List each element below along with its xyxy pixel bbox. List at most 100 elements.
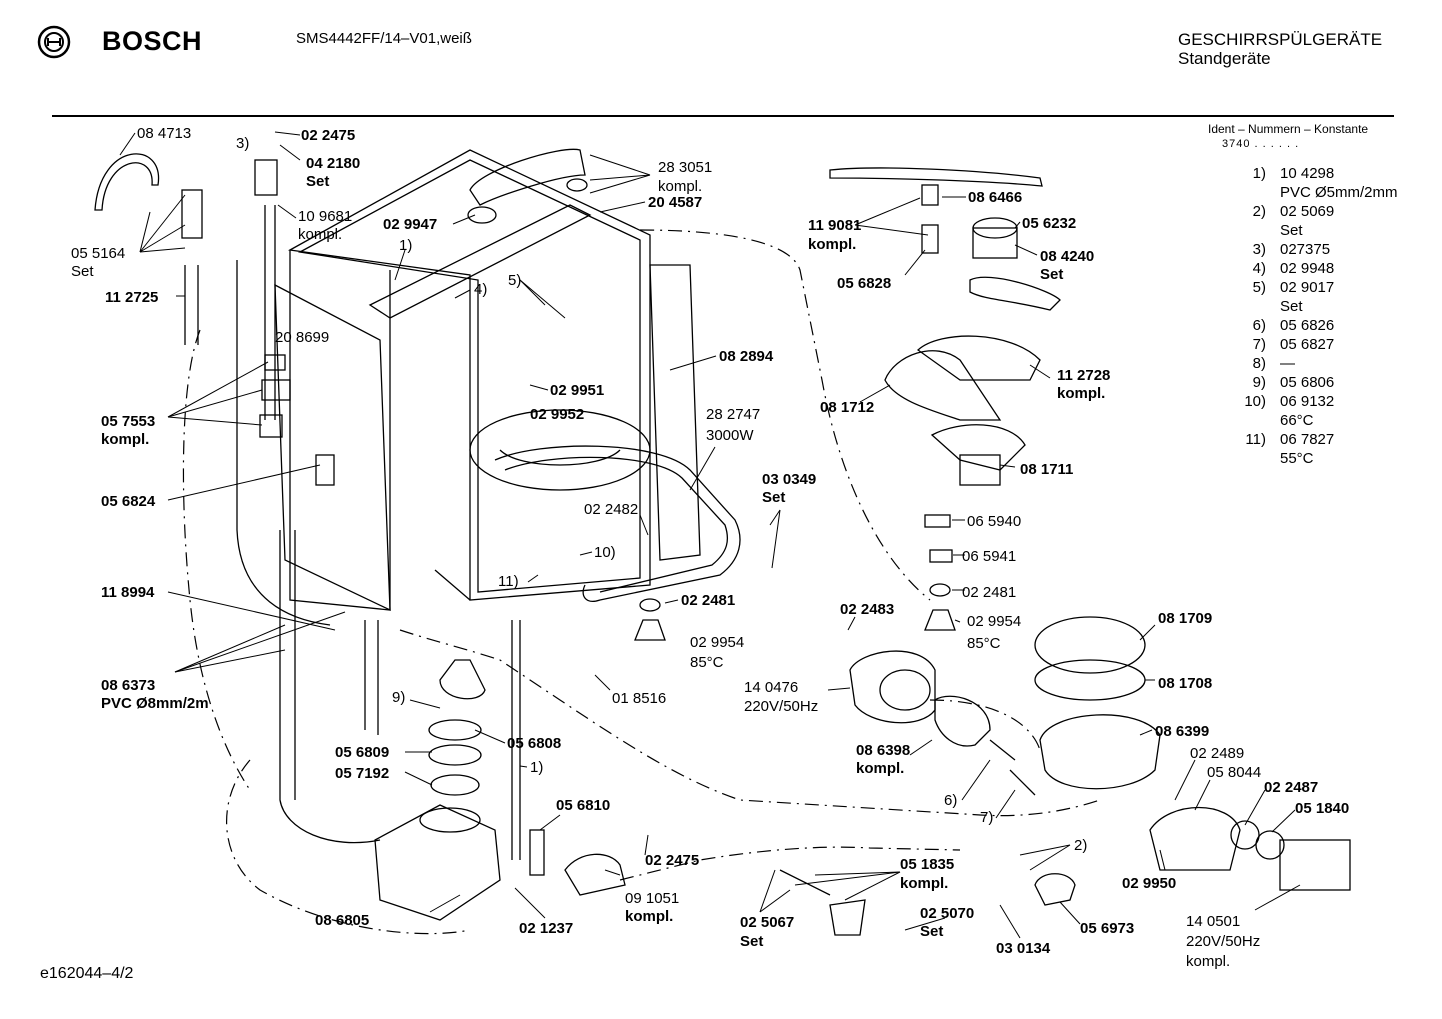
part-label: 02 9950: [1122, 875, 1176, 892]
legend-value: 06 7827: [1280, 431, 1335, 448]
part-label: 11 8994: [101, 584, 155, 601]
part-label: 05 6810: [556, 797, 610, 814]
part-label: 02 2475: [645, 852, 699, 869]
lower-spray-arm: [829, 167, 1061, 311]
part-label: 04 2180: [306, 155, 360, 172]
door-seal: [649, 264, 701, 561]
inlet-valve: [564, 853, 626, 896]
part-label: 06 5941: [962, 548, 1016, 565]
part-label: 11 2728: [1057, 367, 1110, 384]
legend-value: —: [1280, 355, 1295, 372]
part-label: kompl.: [1057, 385, 1105, 402]
part-label: 220V/50Hz: [1186, 933, 1260, 950]
bosch-emblem-icon: [36, 24, 72, 65]
legend-number: 11): [1245, 431, 1266, 448]
part-label: 08 6373: [101, 677, 155, 694]
part-label: 05 7553: [101, 413, 155, 430]
part-label: 05 6824: [101, 493, 156, 510]
part-label: kompl.: [298, 226, 342, 243]
part-label: 05 1835: [900, 856, 954, 873]
hose-part: [1009, 769, 1036, 796]
part-label: 85°C: [690, 654, 724, 671]
part-label: kompl.: [658, 178, 702, 195]
part-label: 08 1712: [820, 399, 874, 416]
part-label: 05 7192: [335, 765, 389, 782]
part-label: 11): [498, 573, 519, 590]
legend-row: 10) 06 9132: [1226, 392, 1398, 411]
part-label: Set: [920, 923, 943, 940]
part-label: 06 5940: [967, 513, 1021, 530]
part-label: 08 6398: [856, 742, 910, 759]
part-label: 2): [1074, 837, 1087, 854]
part-label: 10): [594, 544, 616, 561]
part-label: Set: [71, 263, 94, 280]
legend-value: 10 4298: [1280, 165, 1335, 182]
model-number: SMS4442FF/14–V01,weiß: [296, 30, 472, 47]
part-label: 1): [399, 237, 412, 254]
check-valve: [779, 869, 831, 896]
part-label: kompl.: [1186, 953, 1230, 970]
heating-element: [494, 445, 741, 602]
part-label: 85°C: [967, 635, 1001, 652]
part-label: kompl.: [900, 875, 948, 892]
part-label: 02 9951: [550, 382, 604, 399]
part-label: 4): [474, 281, 487, 298]
header-divider: [52, 115, 1394, 117]
filter-system: [884, 335, 1041, 486]
part-label: 03 0349: [762, 471, 816, 488]
part-label: 05 6809: [335, 744, 389, 761]
legend-value: 06 9132: [1280, 393, 1335, 410]
ring-part: [1255, 830, 1285, 860]
legend-value: PVC Ø5mm/2mm: [1280, 184, 1398, 201]
part-label: 02 2487: [1264, 779, 1318, 796]
part-label: 08 1709: [1158, 610, 1212, 627]
document-code: e162044–4/2: [40, 965, 134, 982]
part-label: Set: [762, 489, 785, 506]
part-label: 02 2489: [1190, 745, 1244, 762]
part-label: 08 1711: [1020, 461, 1073, 478]
part-label: 02 2483: [840, 601, 894, 618]
heating-element: [504, 456, 728, 593]
drain-pump: [1149, 806, 1241, 871]
part-label: 02 2481: [681, 592, 735, 609]
drain-motor: [1279, 839, 1351, 891]
part-label: 02 2482: [584, 501, 638, 518]
legend-number: 9): [1252, 374, 1266, 391]
legend-value: 05 6827: [1280, 336, 1335, 353]
part-label: 20 8699: [275, 329, 329, 346]
part-label: 05 6232: [1022, 215, 1076, 232]
part-label: 05 5164: [71, 245, 125, 262]
filter-housing: [1039, 714, 1161, 790]
legend-row: 66°C: [1226, 411, 1398, 430]
filter-ring: [1034, 659, 1146, 701]
drain-elbow: [1034, 873, 1076, 906]
legend-number: 10): [1244, 393, 1266, 410]
part-label: 08 6805: [315, 912, 369, 929]
legend-row: 2)02 5069: [1226, 202, 1398, 221]
ring-part: [1230, 820, 1260, 850]
part-label: 08 6399: [1155, 723, 1209, 740]
clip-part: [929, 549, 953, 563]
ident-title: Ident – Nummern – Konstante: [1208, 122, 1369, 136]
legend-value: Set: [1280, 222, 1303, 239]
dash-line: [619, 846, 961, 881]
part-label: 02 1237: [519, 920, 573, 937]
legend-value: 02 9948: [1280, 260, 1335, 277]
hoses: [184, 205, 521, 860]
part-label: kompl.: [101, 431, 149, 448]
sump-assembly: [374, 659, 501, 921]
part-label: kompl.: [808, 236, 856, 253]
part-label: 02 5067: [740, 914, 794, 931]
legend-value: 05 6826: [1280, 317, 1335, 334]
part-labels: 08 4713 02 2475 3) 04 2180 Set 05 5164 S…: [71, 125, 1349, 970]
legend-value: 027375: [1280, 241, 1331, 258]
ident-constant: 3740 . . . . . .: [1222, 138, 1300, 150]
legend-value: 02 9017: [1280, 279, 1335, 296]
part-label: Set: [740, 933, 763, 950]
legend-row: 1)10 4298: [1226, 164, 1398, 183]
part-label: 05 6808: [507, 735, 561, 752]
dash-line: [399, 629, 1101, 817]
part-label: 1): [530, 759, 543, 776]
part-label: 02 2475: [301, 127, 355, 144]
